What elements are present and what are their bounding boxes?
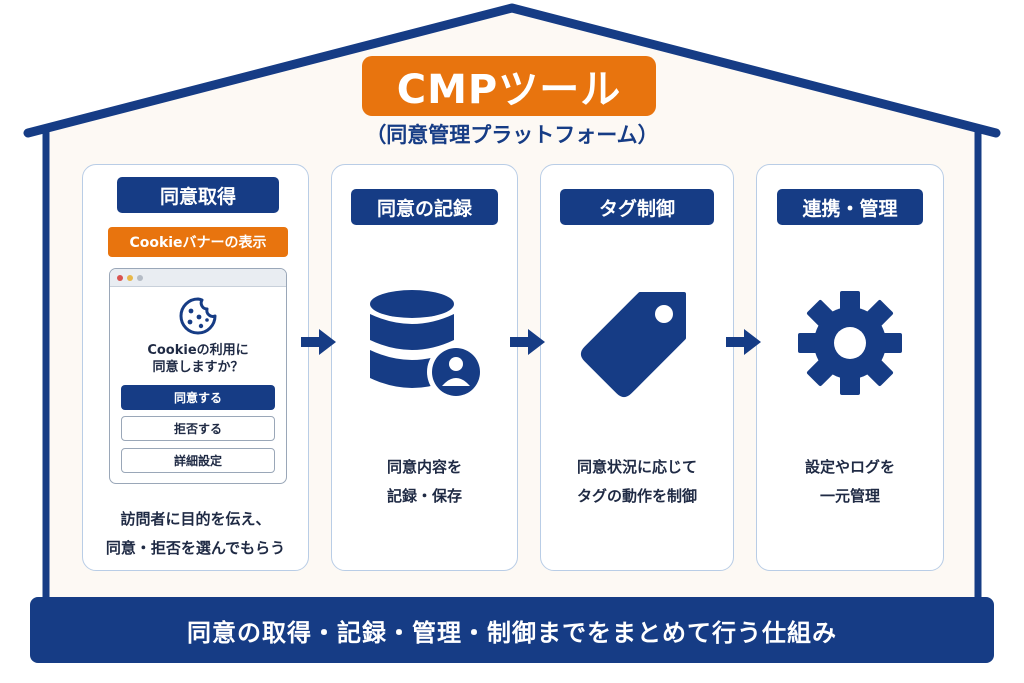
browser-titlebar <box>110 269 286 287</box>
arrow-right-icon <box>510 329 545 355</box>
card-desc-line: 同意内容を <box>386 458 462 476</box>
cookie-question: Cookieの利用に 同意しますか？ <box>110 342 286 376</box>
browser-mockup: Cookieの利用に 同意しますか？ 同意する 拒否する 詳細設定 <box>109 268 287 484</box>
window-close-dot <box>117 274 123 281</box>
card-title-consent-record: 同意の記録 <box>351 189 498 225</box>
card-title-tag-control: タグ制御 <box>560 189 714 225</box>
gear-icon <box>798 291 902 395</box>
footer-summary: 同意の取得・記録・管理・制御までをまとめて行う仕組み <box>30 597 994 663</box>
card-desc-line: 訪問者に目的を伝え、 <box>120 510 271 528</box>
arrow-right-icon <box>301 329 336 355</box>
reject-button[interactable]: 拒否する <box>121 416 275 441</box>
card-desc-tag-control: 同意状況に応じて タグの動作を制御 <box>540 453 734 511</box>
cookie-question-line1: Cookieの利用に <box>147 343 249 358</box>
card-desc-line: 一元管理 <box>819 487 880 505</box>
card-desc-line: 記録・保存 <box>386 487 462 505</box>
cookie-question-line2: 同意しますか？ <box>152 360 244 375</box>
database-user-icon <box>370 290 485 401</box>
card-desc-line: タグの動作を制御 <box>576 487 697 505</box>
accept-button[interactable]: 同意する <box>121 385 275 410</box>
card-desc-line: 同意状況に応じて <box>576 458 697 476</box>
details-settings-button[interactable]: 詳細設定 <box>121 448 275 473</box>
cookie-icon <box>179 297 217 335</box>
card-desc-line: 設定やログを <box>804 458 895 476</box>
card-consent-record <box>331 164 518 571</box>
arrow-right-icon <box>726 329 761 355</box>
card-title-consent-acquisition: 同意取得 <box>117 177 279 213</box>
page-title: CMPツール <box>362 56 656 116</box>
tag-icon <box>581 292 686 397</box>
card-desc-consent-record: 同意内容を 記録・保存 <box>331 453 518 511</box>
card-title-integration-management: 連携・管理 <box>777 189 923 225</box>
window-maximize-dot <box>137 274 143 281</box>
window-minimize-dot <box>127 274 133 281</box>
card-desc-integration-management: 設定やログを 一元管理 <box>756 453 944 511</box>
card-desc-line: 同意・拒否を選んでもらう <box>105 539 286 557</box>
page-subtitle: （同意管理プラットフォーム） <box>365 123 659 147</box>
card-desc-consent-acquisition: 訪問者に目的を伝え、 同意・拒否を選んでもらう <box>82 505 309 563</box>
cookie-banner-badge: Cookieバナーの表示 <box>108 227 288 257</box>
